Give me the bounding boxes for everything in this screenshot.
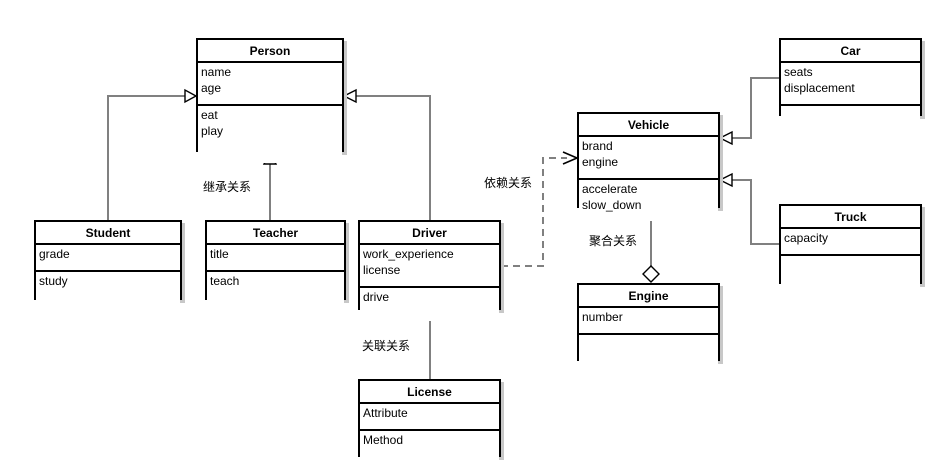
uml-attribute: number [582, 310, 623, 324]
uml-class-title-teacher: Teacher [207, 222, 344, 245]
label-generalization: 继承关系 [203, 180, 252, 194]
uml-method: slow_down [582, 198, 642, 212]
edge-student-person[interactable] [107, 88, 198, 220]
uml-class-title-person: Person [198, 40, 342, 63]
edge-driver-vehicle[interactable] [501, 151, 578, 267]
uml-attributes-person: name age [198, 63, 342, 106]
uml-methods-car [781, 106, 920, 129]
uml-class-person[interactable]: Person name age eat play [196, 38, 344, 163]
edge-car-vehicle[interactable] [718, 77, 779, 146]
uml-class-title-truck: Truck [781, 206, 920, 229]
uml-attributes-vehicle: brand engine [579, 137, 718, 180]
uml-method: accelerate [582, 182, 638, 196]
uml-method: eat [201, 108, 218, 122]
uml-methods-driver: drive [360, 288, 499, 321]
uml-class-title-student: Student [36, 222, 180, 245]
uml-methods-person: eat play [198, 106, 342, 163]
uml-attribute: engine [582, 155, 619, 169]
uml-method: drive [363, 290, 390, 304]
uml-class-title-car: Car [781, 40, 920, 63]
edge-truck-vehicle[interactable] [718, 172, 779, 245]
uml-attribute: grade [39, 247, 70, 261]
uml-class-vehicle[interactable]: Vehicle brand engine accelerate slow_down [577, 112, 720, 221]
label-association: 关联关系 [362, 339, 411, 353]
uml-attribute: work_experience [363, 247, 454, 261]
uml-attribute: license [363, 263, 401, 277]
uml-attribute: seats [784, 65, 813, 79]
uml-attribute: brand [582, 139, 613, 153]
uml-method: study [39, 274, 68, 288]
uml-class-truck[interactable]: Truck capacity [779, 204, 922, 295]
uml-attributes-license: Attribute [360, 404, 499, 431]
uml-methods-student: study [36, 272, 180, 311]
uml-class-title-license: License [360, 381, 499, 404]
uml-class-car[interactable]: Car seats displacement [779, 38, 922, 129]
uml-methods-vehicle: accelerate slow_down [579, 180, 718, 221]
uml-attributes-car: seats displacement [781, 63, 920, 106]
uml-attribute: Attribute [363, 406, 408, 420]
uml-attributes-truck: capacity [781, 229, 920, 256]
uml-class-title-driver: Driver [360, 222, 499, 245]
uml-attribute: displacement [784, 81, 855, 95]
uml-methods-teacher: teach [207, 272, 344, 311]
uml-attribute: age [201, 81, 222, 95]
uml-method: teach [210, 274, 240, 288]
uml-attributes-student: grade [36, 245, 180, 272]
uml-attributes-teacher: title [207, 245, 344, 272]
uml-attribute: title [210, 247, 229, 261]
uml-methods-truck [781, 256, 920, 295]
uml-method: play [201, 124, 224, 138]
uml-attribute: name [201, 65, 232, 79]
uml-class-title-vehicle: Vehicle [579, 114, 718, 137]
uml-methods-license: Method [360, 431, 499, 468]
label-dependency: 依赖关系 [484, 176, 533, 190]
uml-class-teacher[interactable]: Teacher title teach [205, 220, 346, 311]
uml-class-student[interactable]: Student grade study [34, 220, 182, 311]
edge-driver-person[interactable] [342, 88, 431, 220]
uml-attribute: capacity [784, 231, 829, 245]
uml-class-engine[interactable]: Engine number [577, 283, 720, 372]
uml-methods-engine [579, 335, 718, 372]
label-aggregation: 聚合关系 [589, 234, 638, 248]
uml-class-title-engine: Engine [579, 285, 718, 308]
uml-method: Method [363, 433, 404, 447]
uml-attributes-engine: number [579, 308, 718, 335]
